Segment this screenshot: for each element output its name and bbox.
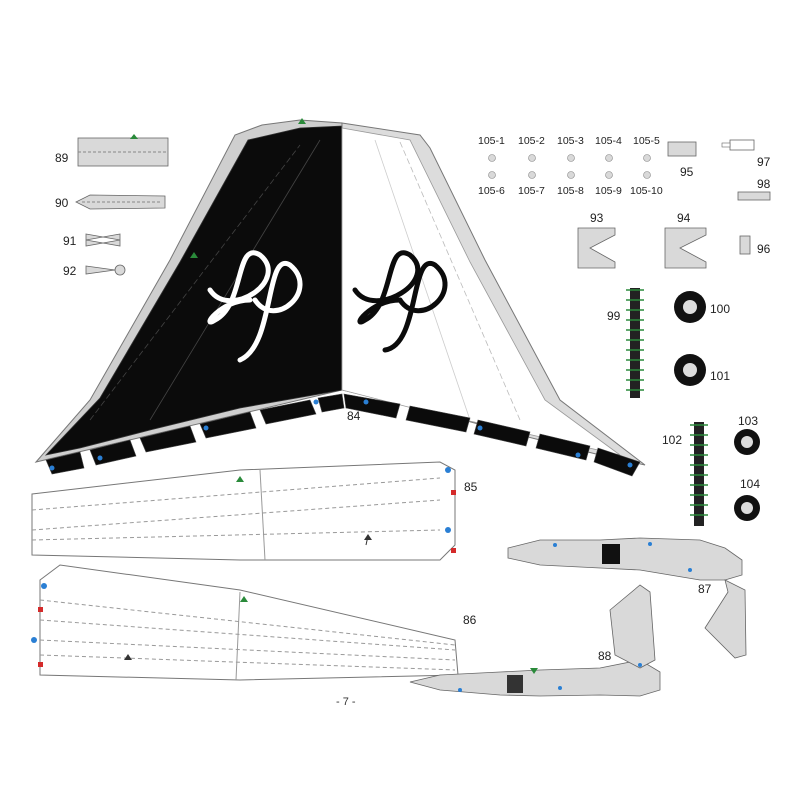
tail-fin-part: 84 xyxy=(34,118,646,477)
wing-panel-85: 85 xyxy=(31,461,478,561)
part-label-85: 85 xyxy=(464,480,478,494)
wheel-104: 104 xyxy=(734,477,760,521)
part-label-105-8: 105-8 xyxy=(557,185,584,197)
part-label-105-9: 105-9 xyxy=(595,185,622,197)
part-label-93: 93 xyxy=(590,211,604,225)
wheel-103: 103 xyxy=(734,414,760,455)
part-label-102: 102 xyxy=(662,433,682,447)
part-label-105-5: 105-5 xyxy=(633,135,660,147)
part-label-86: 86 xyxy=(463,613,477,627)
part-label-98: 98 xyxy=(757,177,771,191)
part-label-105-10: 105-10 xyxy=(630,185,663,197)
part-95: 95 xyxy=(667,141,697,179)
part-98: 98 xyxy=(737,177,771,201)
part-label-103: 103 xyxy=(738,414,758,428)
part-label-89: 89 xyxy=(55,151,69,165)
part-91: 91 xyxy=(63,233,121,248)
part-90: 90 xyxy=(55,194,166,210)
engine-pylon-88: 88 xyxy=(409,584,661,697)
wing-panel-86: 86 xyxy=(31,564,477,681)
engine-pylon-87: 87 xyxy=(507,537,747,659)
part-label-99: 99 xyxy=(607,309,621,323)
part-label-84: 84 xyxy=(347,409,361,423)
part-label-88: 88 xyxy=(598,649,612,663)
part-97: 97 xyxy=(721,139,771,169)
part-label-105-4: 105-4 xyxy=(595,135,622,147)
part-92: 92 xyxy=(63,264,126,278)
part-label-101: 101 xyxy=(710,369,730,383)
part-label-87: 87 xyxy=(698,582,712,596)
wheel-101: 101 xyxy=(674,354,730,386)
part-label-105-6: 105-6 xyxy=(478,185,505,197)
part-93: 93 xyxy=(577,211,616,269)
small-parts-105: 105-1 105-2 105-3 105-4 105-5 105-6 105-… xyxy=(478,135,663,197)
gear-strut-102: 102 xyxy=(662,422,708,526)
gear-strut-99: 99 xyxy=(607,288,644,398)
part-label-105-2: 105-2 xyxy=(518,135,545,147)
part-label-90: 90 xyxy=(55,196,69,210)
part-96: 96 xyxy=(739,235,771,256)
part-94: 94 xyxy=(664,211,707,269)
part-label-96: 96 xyxy=(757,242,771,256)
part-label-105-7: 105-7 xyxy=(518,185,545,197)
part-label-104: 104 xyxy=(740,477,760,491)
part-label-94: 94 xyxy=(677,211,691,225)
part-label-95: 95 xyxy=(680,165,694,179)
part-label-100: 100 xyxy=(710,302,730,316)
part-label-97: 97 xyxy=(757,155,771,169)
part-label-91: 91 xyxy=(63,234,77,248)
part-89: 89 xyxy=(55,134,169,167)
part-label-92: 92 xyxy=(63,264,77,278)
part-label-105-3: 105-3 xyxy=(557,135,584,147)
wheel-100: 100 xyxy=(674,291,730,323)
tail-logo-left xyxy=(207,250,303,363)
part-label-105-1: 105-1 xyxy=(478,135,505,147)
tail-logo-right xyxy=(352,250,448,353)
page-number: - 7 - xyxy=(336,696,356,708)
